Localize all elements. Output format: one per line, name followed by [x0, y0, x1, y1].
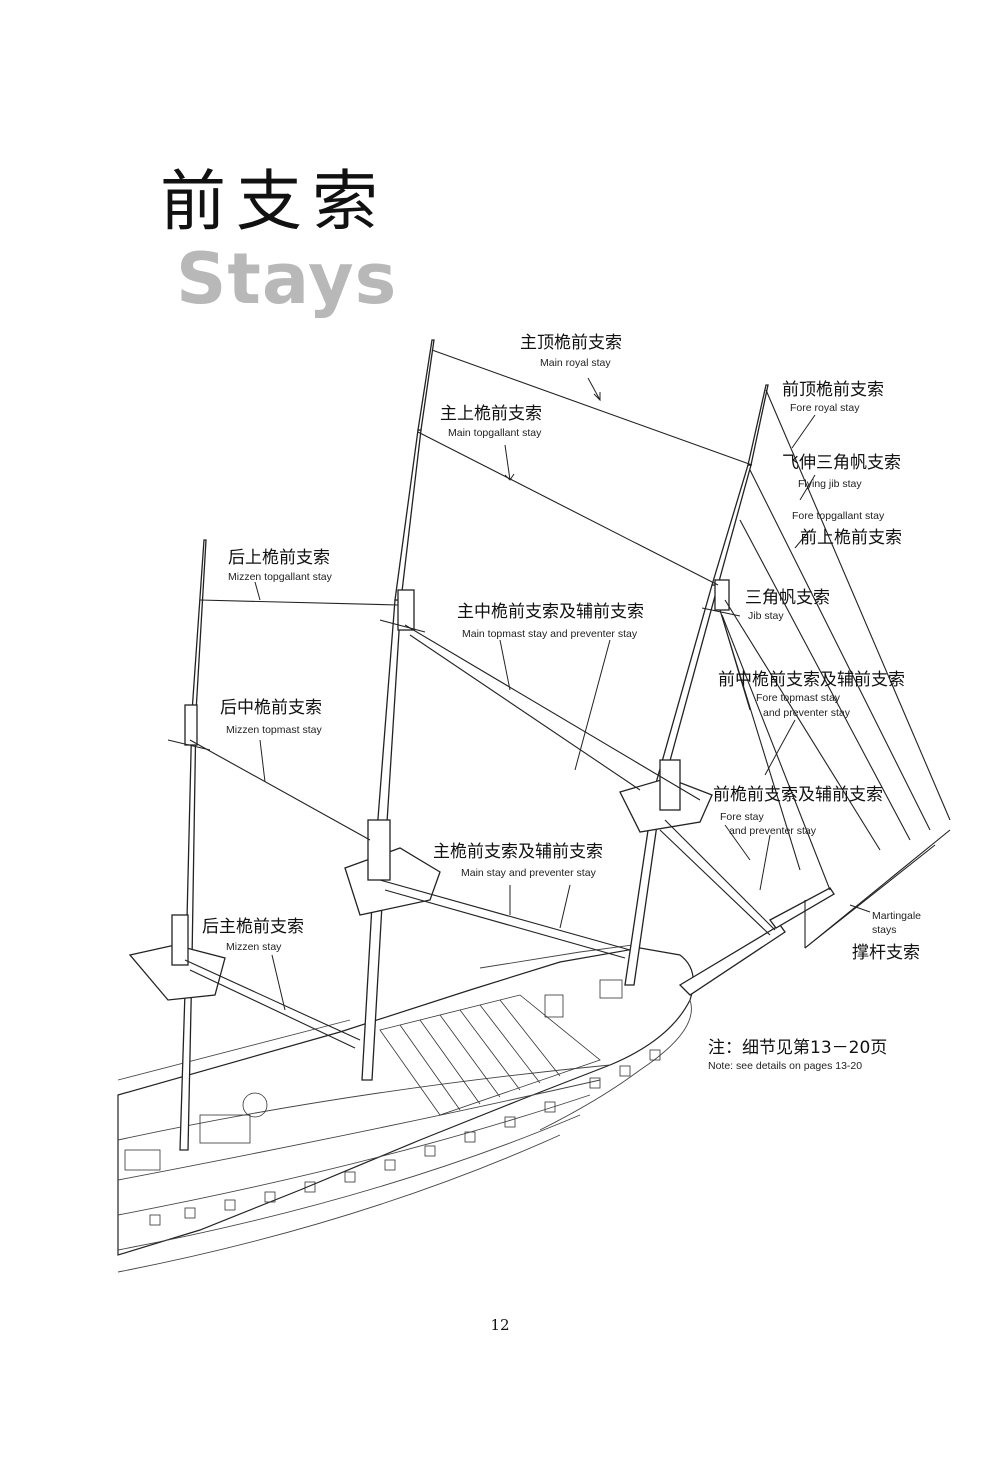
svg-text:Fore topmast stay: Fore topmast stay [756, 692, 841, 704]
svg-text:主桅前支索及辅前支索: 主桅前支索及辅前支索 [433, 842, 603, 862]
svg-text:Fore royal stay: Fore royal stay [790, 402, 860, 414]
label-mizzen-topgallant-stay: 后上桅前支索 Mizzen topgallant stay [228, 548, 333, 583]
label-main-royal-stay: 主顶桅前支索 Main royal stay [520, 333, 622, 369]
svg-text:前上桅前支索: 前上桅前支索 [800, 528, 902, 548]
page-title-english: Stays [176, 238, 398, 320]
label-fore-topmast-stay: 前中桅前支索及辅前支索 Fore topmast stay and preven… [718, 670, 905, 719]
svg-text:主顶桅前支索: 主顶桅前支索 [520, 333, 622, 353]
svg-text:Jib stay: Jib stay [748, 610, 784, 622]
fore-mast [619, 384, 769, 986]
gunports [149, 1049, 661, 1226]
svg-text:Main royal stay: Main royal stay [540, 357, 611, 369]
svg-text:Fore topgallant stay: Fore topgallant stay [792, 510, 885, 522]
svg-text:主上桅前支索: 主上桅前支索 [440, 404, 542, 424]
label-mizzen-topmast-stay: 后中桅前支索 Mizzen topmast stay [220, 698, 322, 736]
svg-text:Main topmast stay and prevente: Main topmast stay and preventer stay [462, 628, 638, 640]
svg-text:Main stay and preventer stay: Main stay and preventer stay [461, 867, 597, 879]
label-jib-stay: 三角帆支索 Jib stay [745, 588, 830, 622]
label-main-topgallant-stay: 主上桅前支索 Main topgallant stay [440, 404, 542, 439]
svg-text:撑杆支索: 撑杆支索 [852, 943, 920, 963]
mizzen-mast [128, 539, 226, 1151]
detail-note: 注：细节见第13－20页 Note: see details on pages … [708, 1038, 887, 1072]
svg-text:前顶桅前支索: 前顶桅前支索 [782, 380, 884, 400]
svg-text:注：细节见第13－20页: 注：细节见第13－20页 [708, 1038, 887, 1058]
svg-text:Note: see details on pages 13-: Note: see details on pages 13-20 [708, 1060, 862, 1072]
svg-text:Fore stay: Fore stay [720, 811, 765, 823]
label-mizzen-stay: 后主桅前支索 Mizzen stay [202, 917, 304, 953]
svg-text:Main topgallant stay: Main topgallant stay [448, 427, 542, 439]
svg-text:前桅前支索及辅前支索: 前桅前支索及辅前支索 [713, 785, 883, 805]
ship-hull [117, 887, 835, 1273]
svg-text:后中桅前支索: 后中桅前支索 [220, 698, 322, 718]
label-flying-jib-stay: 飞伸三角帆支索 Flying jib stay [782, 453, 901, 490]
page-title-chinese: 前支索 [160, 163, 388, 240]
label-main-topmast-stay: 主中桅前支索及辅前支索 Main topmast stay and preven… [457, 602, 644, 640]
main-mast [344, 339, 441, 1081]
svg-text:前中桅前支索及辅前支索: 前中桅前支索及辅前支索 [718, 670, 905, 690]
svg-text:and preventer stay: and preventer stay [729, 825, 817, 837]
svg-text:and preventer stay: and preventer stay [763, 707, 851, 719]
label-martingale-stays: Martingale stays 撑杆支索 [852, 910, 921, 963]
label-fore-royal-stay: 前顶桅前支索 Fore royal stay [782, 380, 884, 414]
svg-text:Mizzen topmast stay: Mizzen topmast stay [226, 724, 322, 736]
svg-text:飞伸三角帆支索: 飞伸三角帆支索 [782, 453, 901, 473]
label-arrows [254, 377, 871, 1011]
page-number: 12 [490, 1316, 510, 1334]
svg-text:Martingale: Martingale [872, 910, 921, 922]
label-fore-stay: 前桅前支索及辅前支索 Fore stay and preventer stay [713, 785, 883, 837]
svg-text:主中桅前支索及辅前支索: 主中桅前支索及辅前支索 [457, 602, 644, 622]
svg-text:Mizzen topgallant stay: Mizzen topgallant stay [228, 571, 333, 583]
svg-text:Flying jib stay: Flying jib stay [798, 478, 862, 490]
rigging-stays [184, 349, 951, 1049]
label-fore-topgallant-stay: Fore topgallant stay 前上桅前支索 [792, 510, 902, 548]
svg-text:后主桅前支索: 后主桅前支索 [202, 917, 304, 937]
svg-text:三角帆支索: 三角帆支索 [745, 588, 830, 608]
deck-grating [379, 994, 601, 1116]
svg-text:stays: stays [872, 924, 897, 936]
svg-text:后上桅前支索: 后上桅前支索 [228, 548, 330, 568]
label-main-stay: 主桅前支索及辅前支索 Main stay and preventer stay [433, 842, 603, 879]
svg-text:Mizzen stay: Mizzen stay [226, 941, 282, 953]
